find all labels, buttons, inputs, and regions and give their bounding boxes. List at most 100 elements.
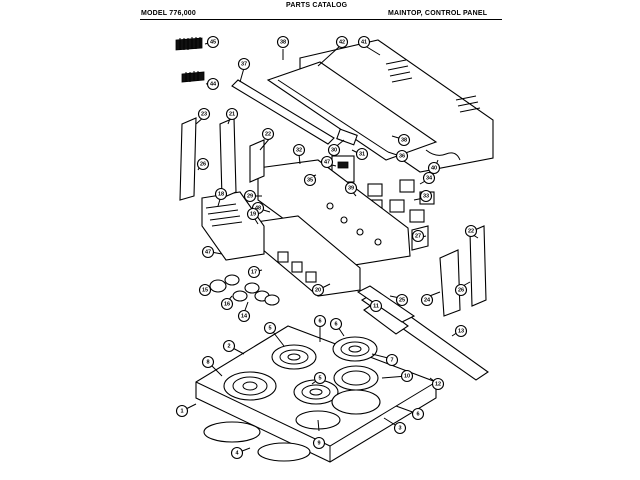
callout-c44: 44 <box>206 77 220 91</box>
callout-label: 21 <box>229 111 235 117</box>
callout-c26b: 26 <box>454 283 468 297</box>
callout-circle <box>292 143 306 157</box>
callout-label: 22 <box>265 131 271 137</box>
callout-circle <box>311 283 325 297</box>
callout-c31: 31 <box>355 147 369 161</box>
callout-c9: 9 <box>312 436 326 450</box>
callout-label: 48 <box>255 205 261 211</box>
callout-c45: 45 <box>206 35 220 49</box>
callout-label: 14 <box>241 313 248 319</box>
callout-label: 18 <box>218 191 224 197</box>
callout-c17: 17 <box>247 265 261 279</box>
callout-c30: 30 <box>327 143 341 157</box>
callout-circle <box>261 127 275 141</box>
callout-c37: 37 <box>237 57 251 71</box>
callout-circle <box>220 297 234 311</box>
callout-circle <box>397 133 411 147</box>
clock-display-panel <box>201 191 265 261</box>
callout-c1: 1 <box>175 404 189 418</box>
callout-label: 31 <box>359 151 365 157</box>
callout-label: 24 <box>424 297 431 303</box>
wire-harness-top <box>175 37 203 51</box>
callout-circle <box>196 157 210 171</box>
callout-circle <box>243 189 257 203</box>
callout-label: 33 <box>423 193 429 199</box>
callout-label: 19 <box>250 211 256 217</box>
callout-circle <box>393 421 407 435</box>
callout-c6a: 6 <box>313 314 327 328</box>
callout-c21: 21 <box>225 107 239 121</box>
callout-label: 12 <box>435 381 441 387</box>
callout-label: 5 <box>268 325 271 331</box>
callout-circle <box>246 207 260 221</box>
callout-c3: 3 <box>393 421 407 435</box>
catalog-title: PARTS CATALOG <box>286 2 348 9</box>
control-knobs <box>209 274 280 306</box>
callout-label: 15 <box>202 287 208 293</box>
callout-label: 25 <box>399 297 405 303</box>
callout-c40: 40 <box>427 161 441 175</box>
callout-label: 29 <box>247 193 253 199</box>
callout-label: 32 <box>296 147 302 153</box>
callout-circle <box>237 57 251 71</box>
callout-circle <box>198 283 212 297</box>
callout-circle <box>395 293 409 307</box>
callout-c12: 12 <box>431 377 445 391</box>
callout-label: 27 <box>415 233 421 239</box>
callout-circle <box>400 369 414 383</box>
callout-label: 16 <box>224 301 230 307</box>
callout-label: 9 <box>317 440 320 446</box>
callout-circle <box>411 407 425 421</box>
callout-c38b: 38 <box>397 133 411 147</box>
callout-c22: 22 <box>261 127 275 141</box>
callout-circle <box>206 77 220 91</box>
callout-label: 45 <box>210 39 216 45</box>
callout-circle <box>454 324 468 338</box>
callout-c8: 8 <box>201 355 215 369</box>
callout-circle <box>420 293 434 307</box>
callout-c7: 7 <box>385 353 399 367</box>
callout-label: 6 <box>318 318 321 324</box>
callout-label: 37 <box>241 61 247 67</box>
callout-circle <box>230 446 244 460</box>
callout-circle <box>237 309 251 323</box>
callout-label: 26 <box>200 161 206 167</box>
callout-c26a: 26 <box>196 157 210 171</box>
callout-c2: 2 <box>222 339 236 353</box>
callout-circle <box>422 171 436 185</box>
callout-circle <box>320 155 334 169</box>
callout-circle <box>454 283 468 297</box>
callout-label: 2 <box>227 343 230 349</box>
callout-label: 30 <box>331 147 337 153</box>
callout-c34: 34 <box>422 171 436 185</box>
callout-label: 38 <box>401 137 407 143</box>
callout-c38a: 38 <box>276 35 290 49</box>
callout-c23: 23 <box>197 107 211 121</box>
callout-c24: 24 <box>420 293 434 307</box>
header-rule <box>140 19 502 20</box>
callout-circle <box>214 187 228 201</box>
callout-label: 42 <box>339 39 345 45</box>
callout-circle <box>355 147 369 161</box>
callout-circle <box>385 353 399 367</box>
callout-circle <box>313 371 327 385</box>
callout-c14: 14 <box>237 309 251 323</box>
callout-label: 6 <box>334 321 337 327</box>
callout-circle <box>201 355 215 369</box>
callout-label: 47 <box>205 249 211 255</box>
callout-label: 34 <box>426 175 433 181</box>
callout-circle <box>335 35 349 49</box>
callout-circle <box>464 224 478 238</box>
callout-c33: 33 <box>419 189 433 203</box>
callout-circle <box>427 161 441 175</box>
callout-circle <box>344 181 358 195</box>
callout-label: 40 <box>431 165 437 171</box>
callout-label: 36 <box>399 153 405 159</box>
callout-c19: 19 <box>246 207 260 221</box>
callout-label: 4 <box>235 450 239 456</box>
callout-circle <box>369 299 383 313</box>
callout-c27: 27 <box>411 229 425 243</box>
callout-circle <box>411 229 425 243</box>
callout-label: 8 <box>206 359 209 365</box>
callout-label: 13 <box>458 328 464 334</box>
